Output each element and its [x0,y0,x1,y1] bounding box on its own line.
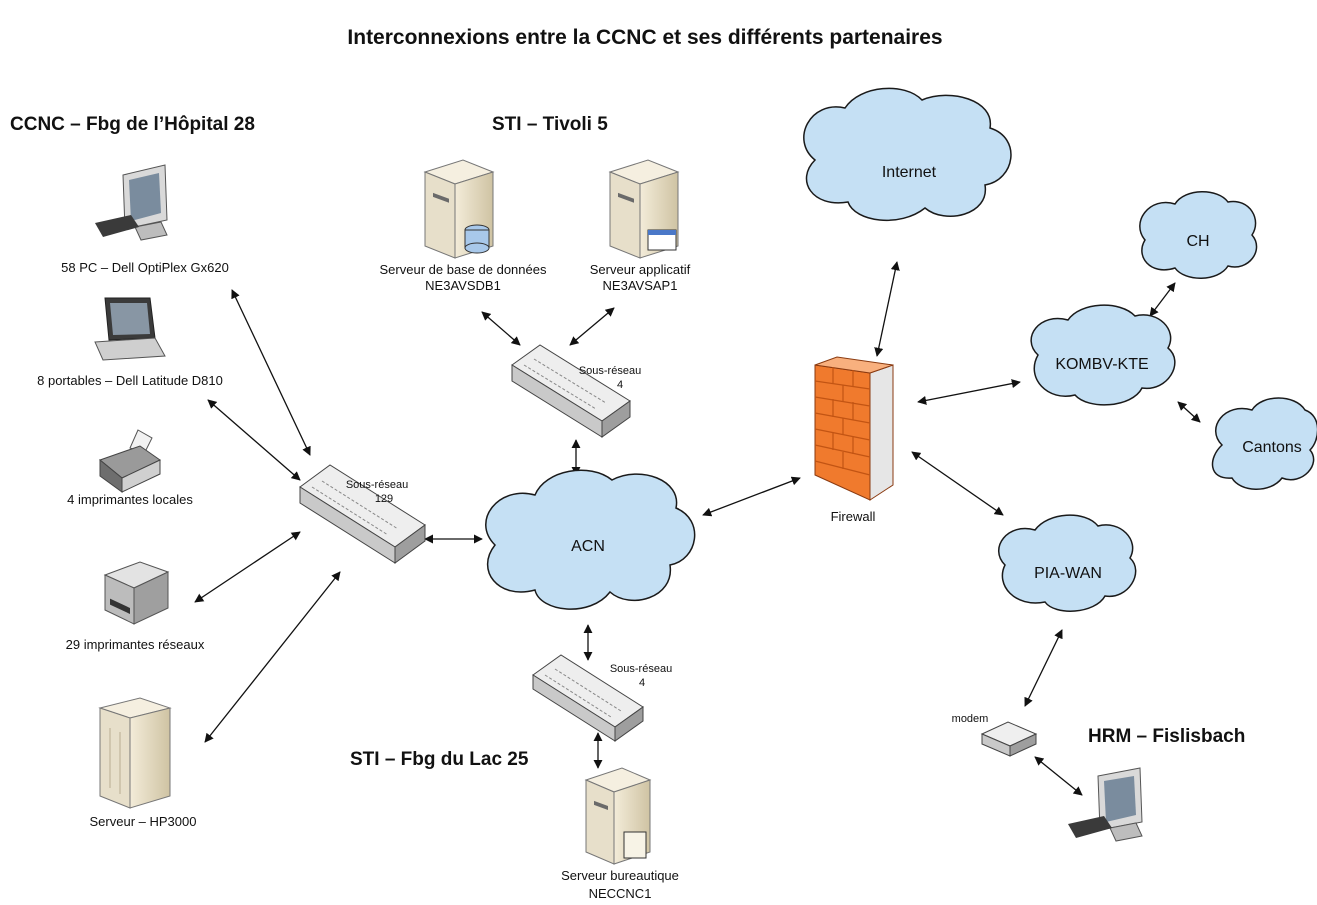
ch-cloud[interactable] [1139,191,1258,279]
arrow-appserver-subnet4 [569,307,615,346]
connection-arrows [194,261,1201,796]
firewall-icon[interactable] [814,356,894,501]
subnet-4-top-label-line1: Sous-réseau [579,365,641,377]
arrow-kombv-ch [1149,282,1176,317]
subnet-129-label-line2: 129 [375,493,393,505]
kombv-kte-cloud-label: KOMBV-KTE [1055,356,1148,373]
application-server-icon[interactable] [608,159,680,259]
database-server-icon[interactable] [423,159,495,259]
arrow-firewall-internet [874,261,900,357]
database-server-id: NE3AVSDB1 [425,278,501,293]
arrow-modem-pc [1034,756,1083,796]
ch-cloud-label: CH [1186,233,1209,250]
pc-icon[interactable] [95,164,168,241]
local-printers-label: 4 imprimantes locales [67,492,193,507]
hp-server-icon[interactable] [98,697,172,809]
subnet-4-bottom-label-line2: 4 [639,677,645,689]
site-heading-sti-lac: STI – Fbg du Lac 25 [350,749,529,770]
hp-server-label: Serveur – HP3000 [90,814,197,829]
arrow-acn-firewall [702,476,801,517]
arrow-firewall-pia [911,451,1004,516]
arrow-kombv-cantons [1177,401,1201,423]
local-printer-icon[interactable] [98,429,161,493]
modem-label: modem [952,713,989,725]
subnet-4-top-label-line2: 4 [617,379,623,391]
application-server-id: NE3AVSAP1 [603,278,678,293]
laptop-label: 8 portables – Dell Latitude D810 [37,373,223,388]
subnet-4-bottom-label-line1: Sous-réseau [610,663,672,675]
site-heading-ccnc: CCNC – Fbg de l’Hôpital 28 [10,114,255,135]
kombv-kte-cloud[interactable] [1030,304,1176,406]
switch-subnet-129-icon[interactable] [299,464,426,564]
database-server-name: Serveur de base de données [380,262,547,277]
switch-subnet-4-bottom-icon[interactable] [532,654,644,742]
network-printers-label: 29 imprimantes réseaux [66,637,205,652]
arrow-server-subnet129 [204,571,341,743]
acn-cloud[interactable] [485,469,696,610]
modem-icon[interactable] [980,721,1038,757]
network-printer-icon[interactable] [103,561,170,625]
arrow-firewall-kombv [917,379,1021,405]
arrow-printers-subnet129 [194,531,301,603]
office-server-id: NECCNC1 [589,886,652,901]
pia-wan-cloud[interactable] [998,514,1137,612]
cantons-cloud-label: Cantons [1242,439,1302,456]
subnet-129-label-line1: Sous-réseau [346,479,408,491]
site-heading-hrm: HRM – Fislisbach [1088,726,1245,747]
office-server-icon[interactable] [584,767,652,865]
cantons-cloud[interactable] [1211,397,1317,490]
laptop-icon[interactable] [94,297,166,361]
office-server-name: Serveur bureautique [561,868,679,883]
switch-subnet-4-top-icon[interactable] [511,344,631,438]
internet-cloud-label: Internet [882,164,937,181]
application-server-name: Serveur applicatif [590,262,691,277]
pc-label: 58 PC – Dell OptiPlex Gx620 [61,260,229,275]
site-heading-sti-tivoli: STI – Tivoli 5 [492,114,608,135]
hrm-pc-icon[interactable] [1068,767,1143,842]
arrow-pia-modem [1024,629,1063,707]
diagram-title: Interconnexions entre la CCNC et ses dif… [347,26,942,49]
internet-cloud[interactable] [803,87,1012,222]
acn-cloud-label: ACN [571,538,605,555]
arrow-dbserver-subnet4 [481,311,521,346]
pia-wan-cloud-label: PIA-WAN [1034,565,1102,582]
firewall-label: Firewall [831,509,876,524]
arrow-laptop-subnet129 [207,399,301,481]
